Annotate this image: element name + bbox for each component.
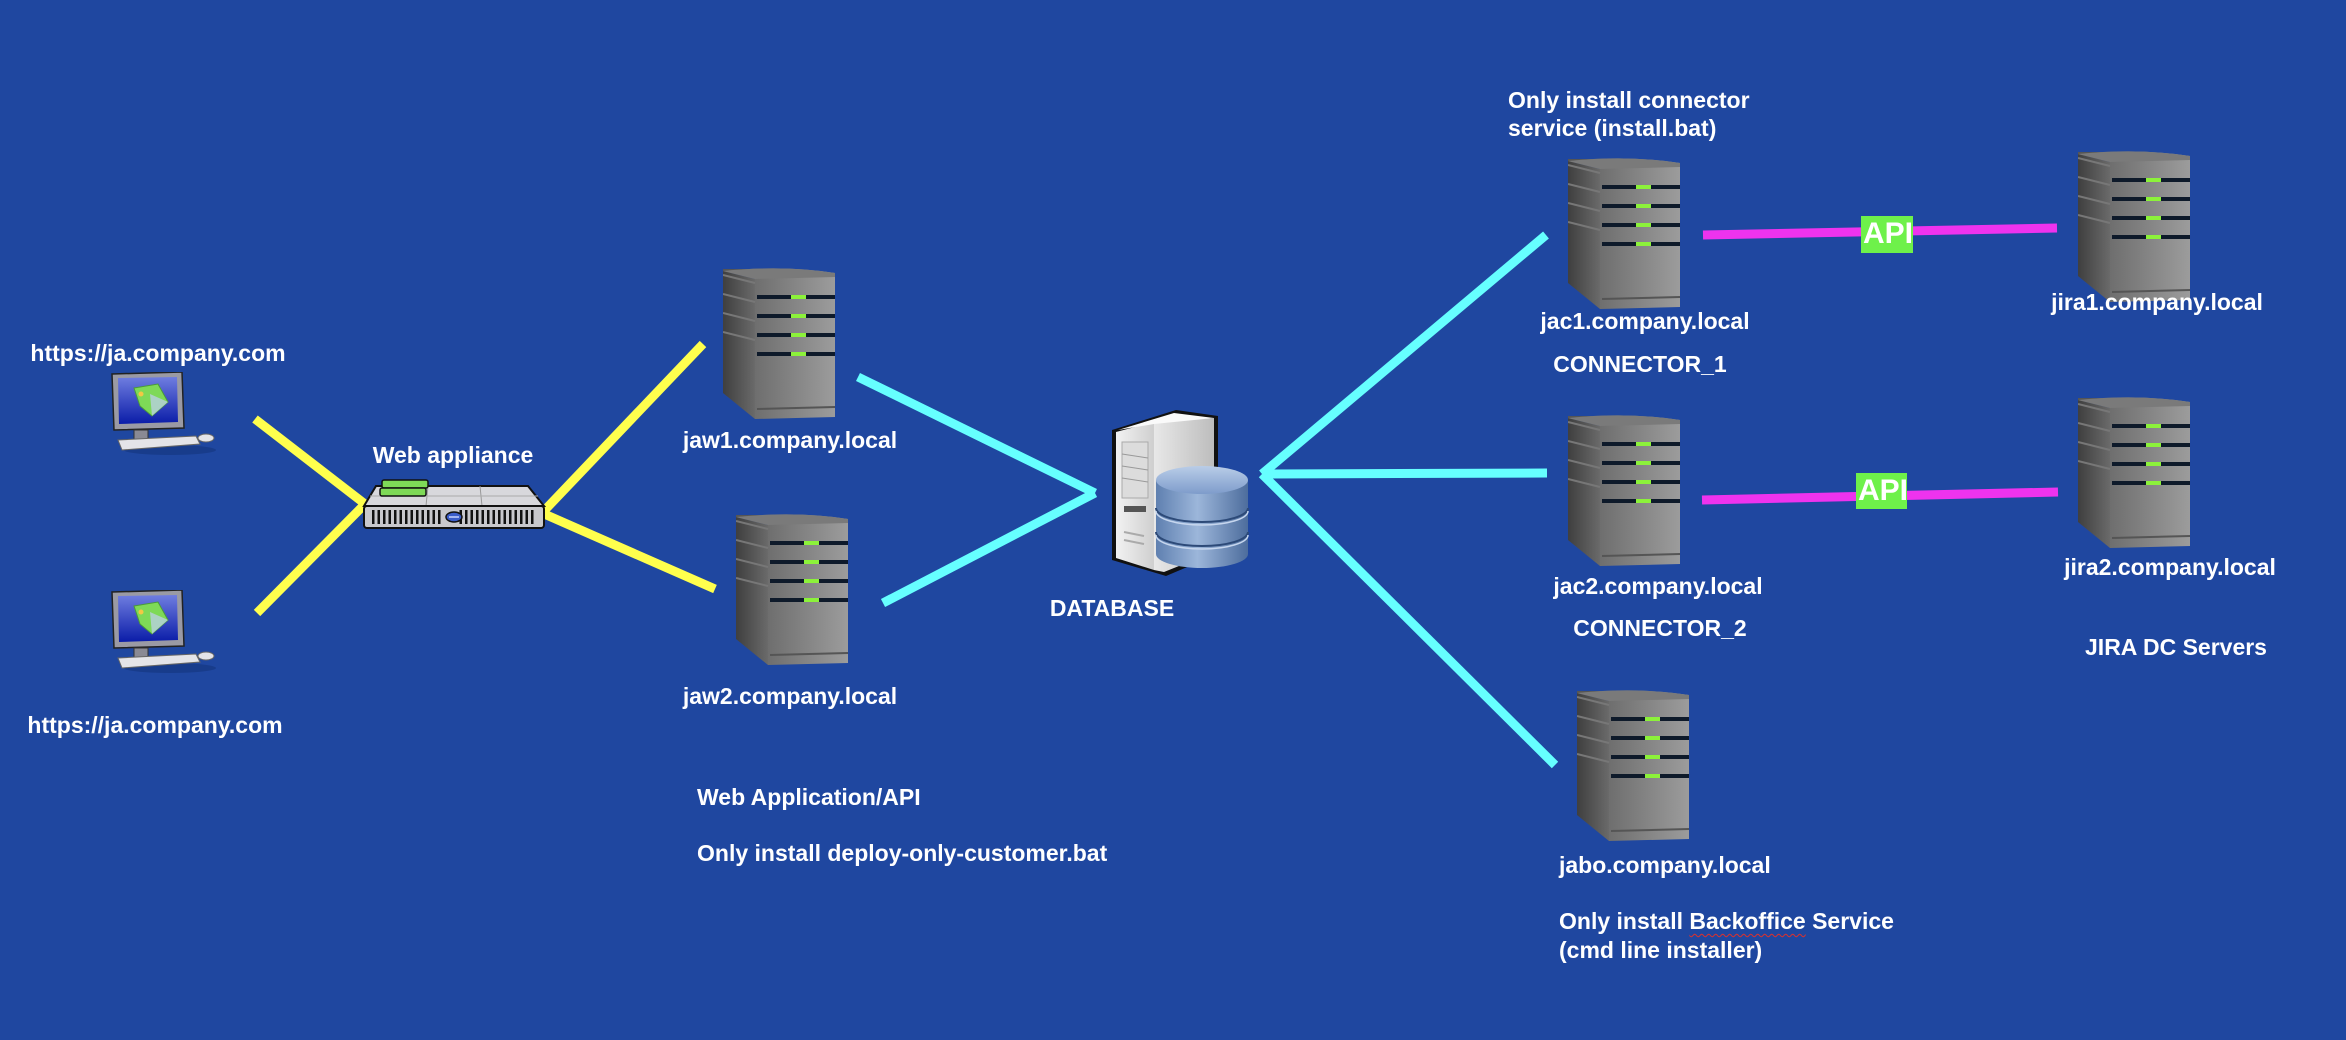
connector-note-line1: Only install connector <box>1508 87 1750 113</box>
server-tower-icon[interactable] <box>735 513 851 672</box>
connector-note-line2: service (install.bat) <box>1508 115 1717 141</box>
web-appliance-label: Web appliance <box>372 442 534 468</box>
status-led <box>1645 755 1660 759</box>
status-led <box>1636 242 1651 246</box>
status-led <box>804 579 819 583</box>
status-led <box>2146 178 2161 182</box>
link-appliance-jaw2 <box>540 508 717 594</box>
status-led <box>1636 185 1651 189</box>
jira-group-label: JIRA DC Servers <box>2085 634 2267 660</box>
status-led <box>1645 717 1660 721</box>
link-client2-appliance <box>253 500 369 617</box>
web-note-title: Web Application/API <box>697 784 921 810</box>
client-2-label: https://ja.company.com <box>27 712 283 738</box>
link-client1-appliance <box>252 415 368 508</box>
status-led <box>791 333 806 337</box>
database-label: DATABASE <box>1049 595 1175 621</box>
jaw1-label: jaw1.company.local <box>682 427 898 453</box>
link-database-jac1 <box>1259 231 1549 478</box>
network-appliance-icon[interactable] <box>362 478 547 535</box>
status-led <box>1636 223 1651 227</box>
status-led <box>1636 442 1651 446</box>
server-tower-icon[interactable] <box>1567 414 1683 573</box>
status-led <box>2146 481 2161 485</box>
link-database-jabo <box>1258 470 1559 769</box>
status-led <box>1645 736 1660 740</box>
server-tower-icon[interactable] <box>1567 157 1683 316</box>
status-led <box>1645 774 1660 778</box>
connector-2-name: CONNECTOR_2 <box>1573 615 1747 641</box>
status-led <box>2146 235 2161 239</box>
status-led <box>791 295 806 299</box>
desktop-computer-icon[interactable] <box>110 371 220 461</box>
backoffice-note-suffix: Service <box>1805 908 1894 934</box>
status-led <box>1636 461 1651 465</box>
desktop-computer-icon[interactable] <box>110 589 220 679</box>
jira2-label: jira2.company.local <box>2064 554 2276 580</box>
status-led <box>791 314 806 318</box>
spellcheck-flagged-word[interactable]: Backoffice <box>1689 908 1806 934</box>
server-tower-icon[interactable] <box>722 267 838 426</box>
status-led <box>1636 204 1651 208</box>
status-led <box>1636 480 1651 484</box>
server-tower-icon[interactable] <box>1576 689 1692 848</box>
jabo-label: jabo.company.local <box>1559 852 1771 878</box>
status-led <box>804 598 819 602</box>
status-led <box>1636 499 1651 503</box>
status-led <box>2146 424 2161 428</box>
link-database-jac2 <box>1261 468 1548 479</box>
status-led <box>791 352 806 356</box>
client-1-label: https://ja.company.com <box>30 340 286 366</box>
api-badge: API <box>1861 216 1913 253</box>
web-note-install: Only install deploy-only-customer.bat <box>697 840 1108 866</box>
jaw2-label: jaw2.company.local <box>682 683 898 709</box>
jira1-label: jira1.company.local <box>2051 289 2263 315</box>
status-led <box>804 560 819 564</box>
jac1-label: jac1.company.local <box>1540 308 1750 334</box>
status-led <box>804 541 819 545</box>
status-led <box>2146 197 2161 201</box>
database-server-icon[interactable] <box>1110 408 1250 585</box>
status-led <box>2146 462 2161 466</box>
backoffice-note-prefix: Only install <box>1559 908 1690 934</box>
server-tower-icon[interactable] <box>2077 396 2193 555</box>
backoffice-note-line1: Only install Backoffice Service <box>1559 907 1894 935</box>
jac2-label: jac2.company.local <box>1553 573 1763 599</box>
status-led <box>2146 216 2161 220</box>
api-badge: API <box>1856 473 1909 509</box>
link-jaw1-database <box>856 372 1097 498</box>
link-appliance-jaw1 <box>538 340 707 517</box>
server-tower-icon[interactable] <box>2077 150 2193 309</box>
link-jaw2-database <box>880 489 1098 607</box>
backoffice-note-line2: (cmd line installer) <box>1559 937 1763 963</box>
status-led <box>2146 443 2161 447</box>
connector-1-name: CONNECTOR_1 <box>1553 351 1727 377</box>
